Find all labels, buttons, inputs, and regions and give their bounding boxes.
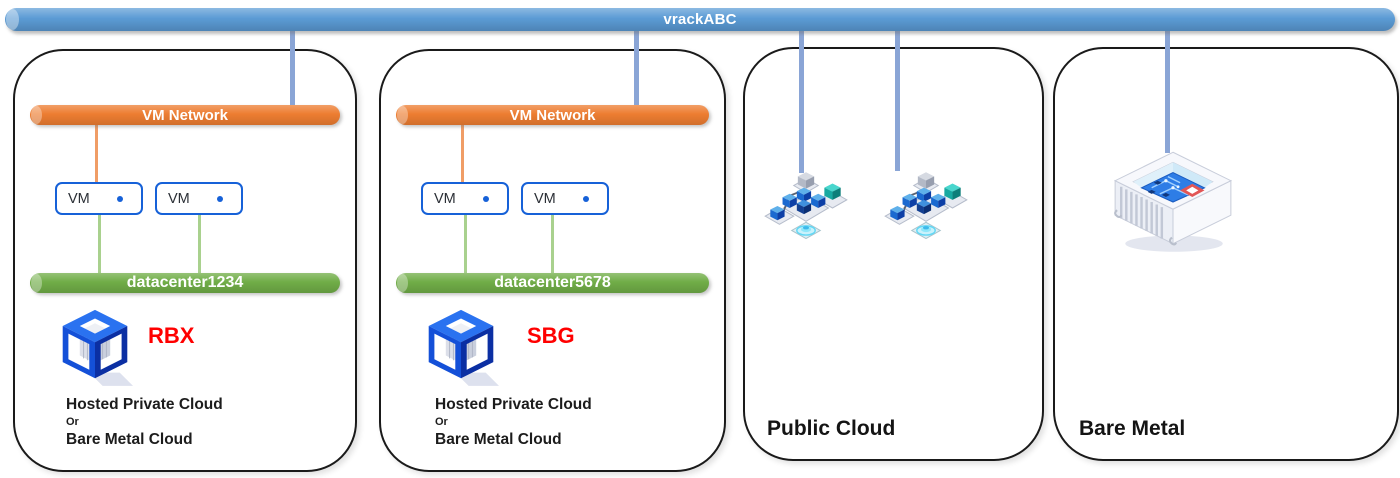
vrack-link-sbg	[634, 30, 639, 105]
region-label: SBG	[527, 323, 575, 348]
description-line: Or	[435, 416, 448, 428]
region-label: RBX	[148, 323, 195, 348]
vm-status-dot-icon	[117, 195, 123, 202]
vm-status-dot-icon	[483, 195, 489, 202]
hosted-private-cloud-cube-icon	[428, 309, 499, 386]
bare-metal-box: Bare Metal	[1053, 47, 1399, 461]
vrack-link-public-cloud-2	[895, 30, 900, 171]
vrack-link-public-cloud-1	[799, 30, 804, 173]
public-cloud-box: Public Cloud	[743, 47, 1044, 461]
description-line: Bare Metal Cloud	[66, 431, 193, 448]
datacenter-link	[198, 215, 201, 273]
datacenter-box-rbx: VM Network VM VM datacenter1234 RBX H	[13, 49, 357, 472]
vm-label: VM	[68, 190, 90, 207]
description-line: Or	[66, 416, 79, 428]
datacenter-label: datacenter1234	[126, 274, 244, 291]
vm-status-dot-icon	[217, 195, 223, 202]
bare-metal-label: Bare Metal	[1079, 417, 1186, 440]
datacenter-label: datacenter5678	[494, 274, 611, 291]
vm-node: VM	[521, 182, 609, 215]
datacenter-link	[464, 215, 467, 273]
vrack-link-bare-metal	[1165, 30, 1170, 153]
public-cloud-cluster-icon	[764, 171, 848, 240]
description-line: Hosted Private Cloud	[66, 396, 223, 413]
vm-node: VM	[421, 182, 509, 215]
vm-label: VM	[168, 190, 190, 207]
vrack-label: vrackABC	[663, 11, 737, 28]
vrack-link-rbx	[290, 30, 295, 105]
public-cloud-label: Public Cloud	[767, 417, 896, 440]
datacenter-link	[551, 215, 554, 273]
vm-network-label: VM Network	[509, 106, 596, 124]
public-cloud-cluster-icon	[884, 171, 968, 240]
vm-network-bar: VM Network	[396, 105, 709, 125]
vm-network-label: VM Network	[142, 106, 228, 124]
description-line: Hosted Private Cloud	[435, 396, 592, 413]
datacenter-description: Hosted Private Cloud Or Bare Metal Cloud	[66, 395, 223, 450]
datacenter-description: Hosted Private Cloud Or Bare Metal Cloud	[435, 395, 592, 450]
vm-label: VM	[434, 190, 456, 207]
hosted-private-cloud-cube-icon	[62, 309, 133, 386]
description-line: Bare Metal Cloud	[435, 431, 562, 448]
bare-metal-server-icon	[1113, 151, 1233, 252]
datacenter-bar: datacenter5678	[396, 273, 709, 293]
vm-status-dot-icon	[583, 195, 589, 202]
vm-network-bar: VM Network	[30, 105, 340, 125]
datacenter-link	[98, 215, 101, 273]
datacenter-box-sbg: VM Network VM VM datacenter5678 SBG H	[379, 49, 726, 472]
vm-node: VM	[55, 182, 143, 215]
datacenter-bar: datacenter1234	[30, 273, 340, 293]
vm-network-link	[461, 125, 464, 182]
vm-label: VM	[534, 190, 556, 207]
vrack-bar: vrackABC	[5, 8, 1395, 31]
vm-node: VM	[155, 182, 243, 215]
vm-network-link	[95, 125, 98, 182]
